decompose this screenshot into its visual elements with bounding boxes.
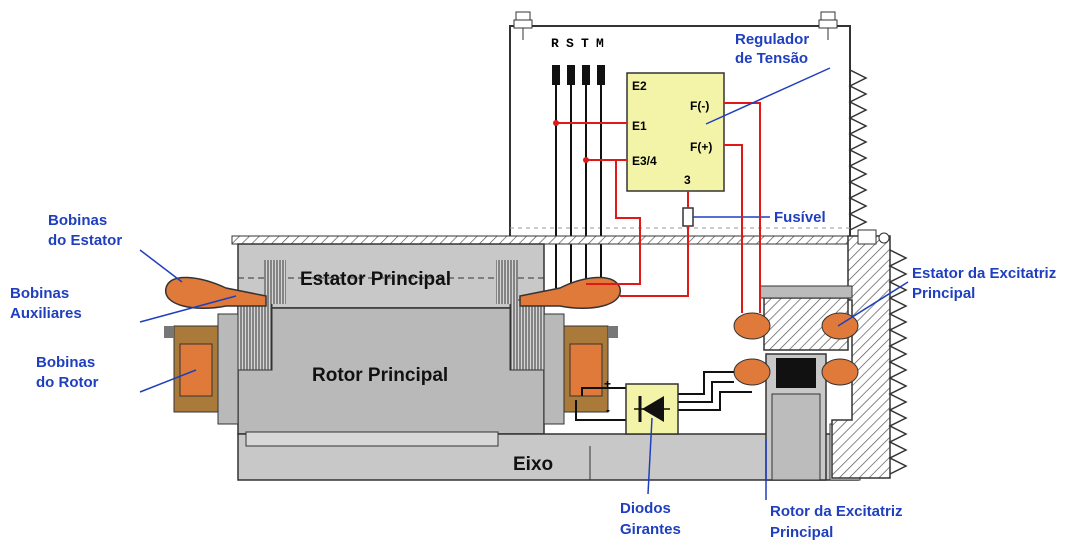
terminal-f-neg: F(-) — [690, 99, 709, 113]
bolt-right-icon — [818, 11, 838, 40]
callout-estator-excitatriz: Estator da Excitatriz Principal — [912, 265, 1056, 302]
terminal-m-icon — [597, 65, 605, 85]
phase-label-m: M — [596, 36, 604, 51]
svg-text:do Rotor: do Rotor — [36, 374, 99, 391]
svg-text:Girantes: Girantes — [620, 521, 681, 538]
svg-text:Bobinas: Bobinas — [10, 285, 69, 302]
svg-text:do Estator: do Estator — [48, 232, 122, 249]
diode-plus-sign: + — [604, 377, 611, 391]
exciter-rotor-coil-right — [821, 358, 859, 386]
svg-text:Estator da Excitatriz: Estator da Excitatriz — [912, 265, 1056, 282]
terminal-r-icon — [552, 65, 560, 85]
rotor-wiring — [575, 371, 752, 421]
callout-regulador: Regulador de Tensão — [735, 31, 809, 67]
exciter-stator-coil-left — [733, 312, 771, 340]
estator-principal-body — [237, 243, 545, 309]
leader-lines — [139, 67, 909, 500]
terminal-t-icon — [582, 65, 590, 85]
svg-text:Bobinas: Bobinas — [36, 354, 95, 371]
svg-text:Rotor da Excitatriz: Rotor da Excitatriz — [770, 503, 903, 520]
svg-text:Principal: Principal — [770, 524, 833, 541]
stator-coil-right — [519, 276, 621, 309]
phase-terminals: R S T M — [551, 36, 605, 300]
rotating-diodes: + - — [604, 377, 679, 435]
svg-text:de Tensão: de Tensão — [735, 50, 808, 67]
rotor-principal-body — [237, 307, 545, 435]
phase-label-s: S — [566, 36, 574, 51]
svg-text:Auxiliares: Auxiliares — [10, 305, 82, 322]
rotor-principal-label: Rotor Principal — [312, 365, 448, 386]
voltage-regulator: E2 E1 E3/4 F(-) F(+) 3 — [626, 72, 725, 192]
cooling-fins-upper — [848, 69, 868, 231]
terminal-e2: E2 — [632, 79, 647, 93]
terminal-e34: E3/4 — [632, 154, 657, 168]
callout-bobinas-auxiliares: Bobinas Auxiliares — [10, 285, 82, 322]
phase-label-t: T — [581, 36, 589, 51]
eixo-label: Eixo — [513, 454, 553, 475]
terminal-f-pos: F(+) — [690, 140, 712, 154]
callout-bobinas-estator: Bobinas do Estator — [48, 212, 122, 249]
rotor-coils — [164, 325, 618, 413]
bolt-left-icon — [513, 11, 533, 40]
terminal-s-icon — [567, 65, 575, 85]
regulator-wiring — [553, 102, 761, 313]
svg-text:Diodos: Diodos — [620, 500, 671, 517]
exciter-rotor-coil-left — [733, 358, 771, 386]
callout-bobinas-rotor: Bobinas do Rotor — [36, 354, 99, 391]
svg-text:Bobinas: Bobinas — [48, 212, 107, 229]
exciter-assembly — [733, 229, 891, 481]
svg-text:Regulador: Regulador — [735, 31, 809, 48]
diode-minus-sign: - — [606, 403, 610, 417]
main-machine — [217, 235, 873, 481]
phase-label-r: R — [551, 36, 559, 51]
cooling-fins-lower — [888, 249, 908, 475]
callout-diodos-girantes: Diodos Girantes — [620, 500, 681, 538]
callout-fusivel: Fusível — [774, 209, 826, 226]
callout-rotor-excitatriz: Rotor da Excitatriz Principal — [770, 503, 903, 541]
terminal-3: 3 — [684, 173, 691, 187]
svg-text:Principal: Principal — [912, 285, 975, 302]
stator-coil-left — [165, 276, 267, 309]
estator-principal-label: Estator Principal — [300, 269, 451, 290]
terminal-e1: E1 — [632, 119, 647, 133]
fuse-icon — [682, 207, 694, 227]
